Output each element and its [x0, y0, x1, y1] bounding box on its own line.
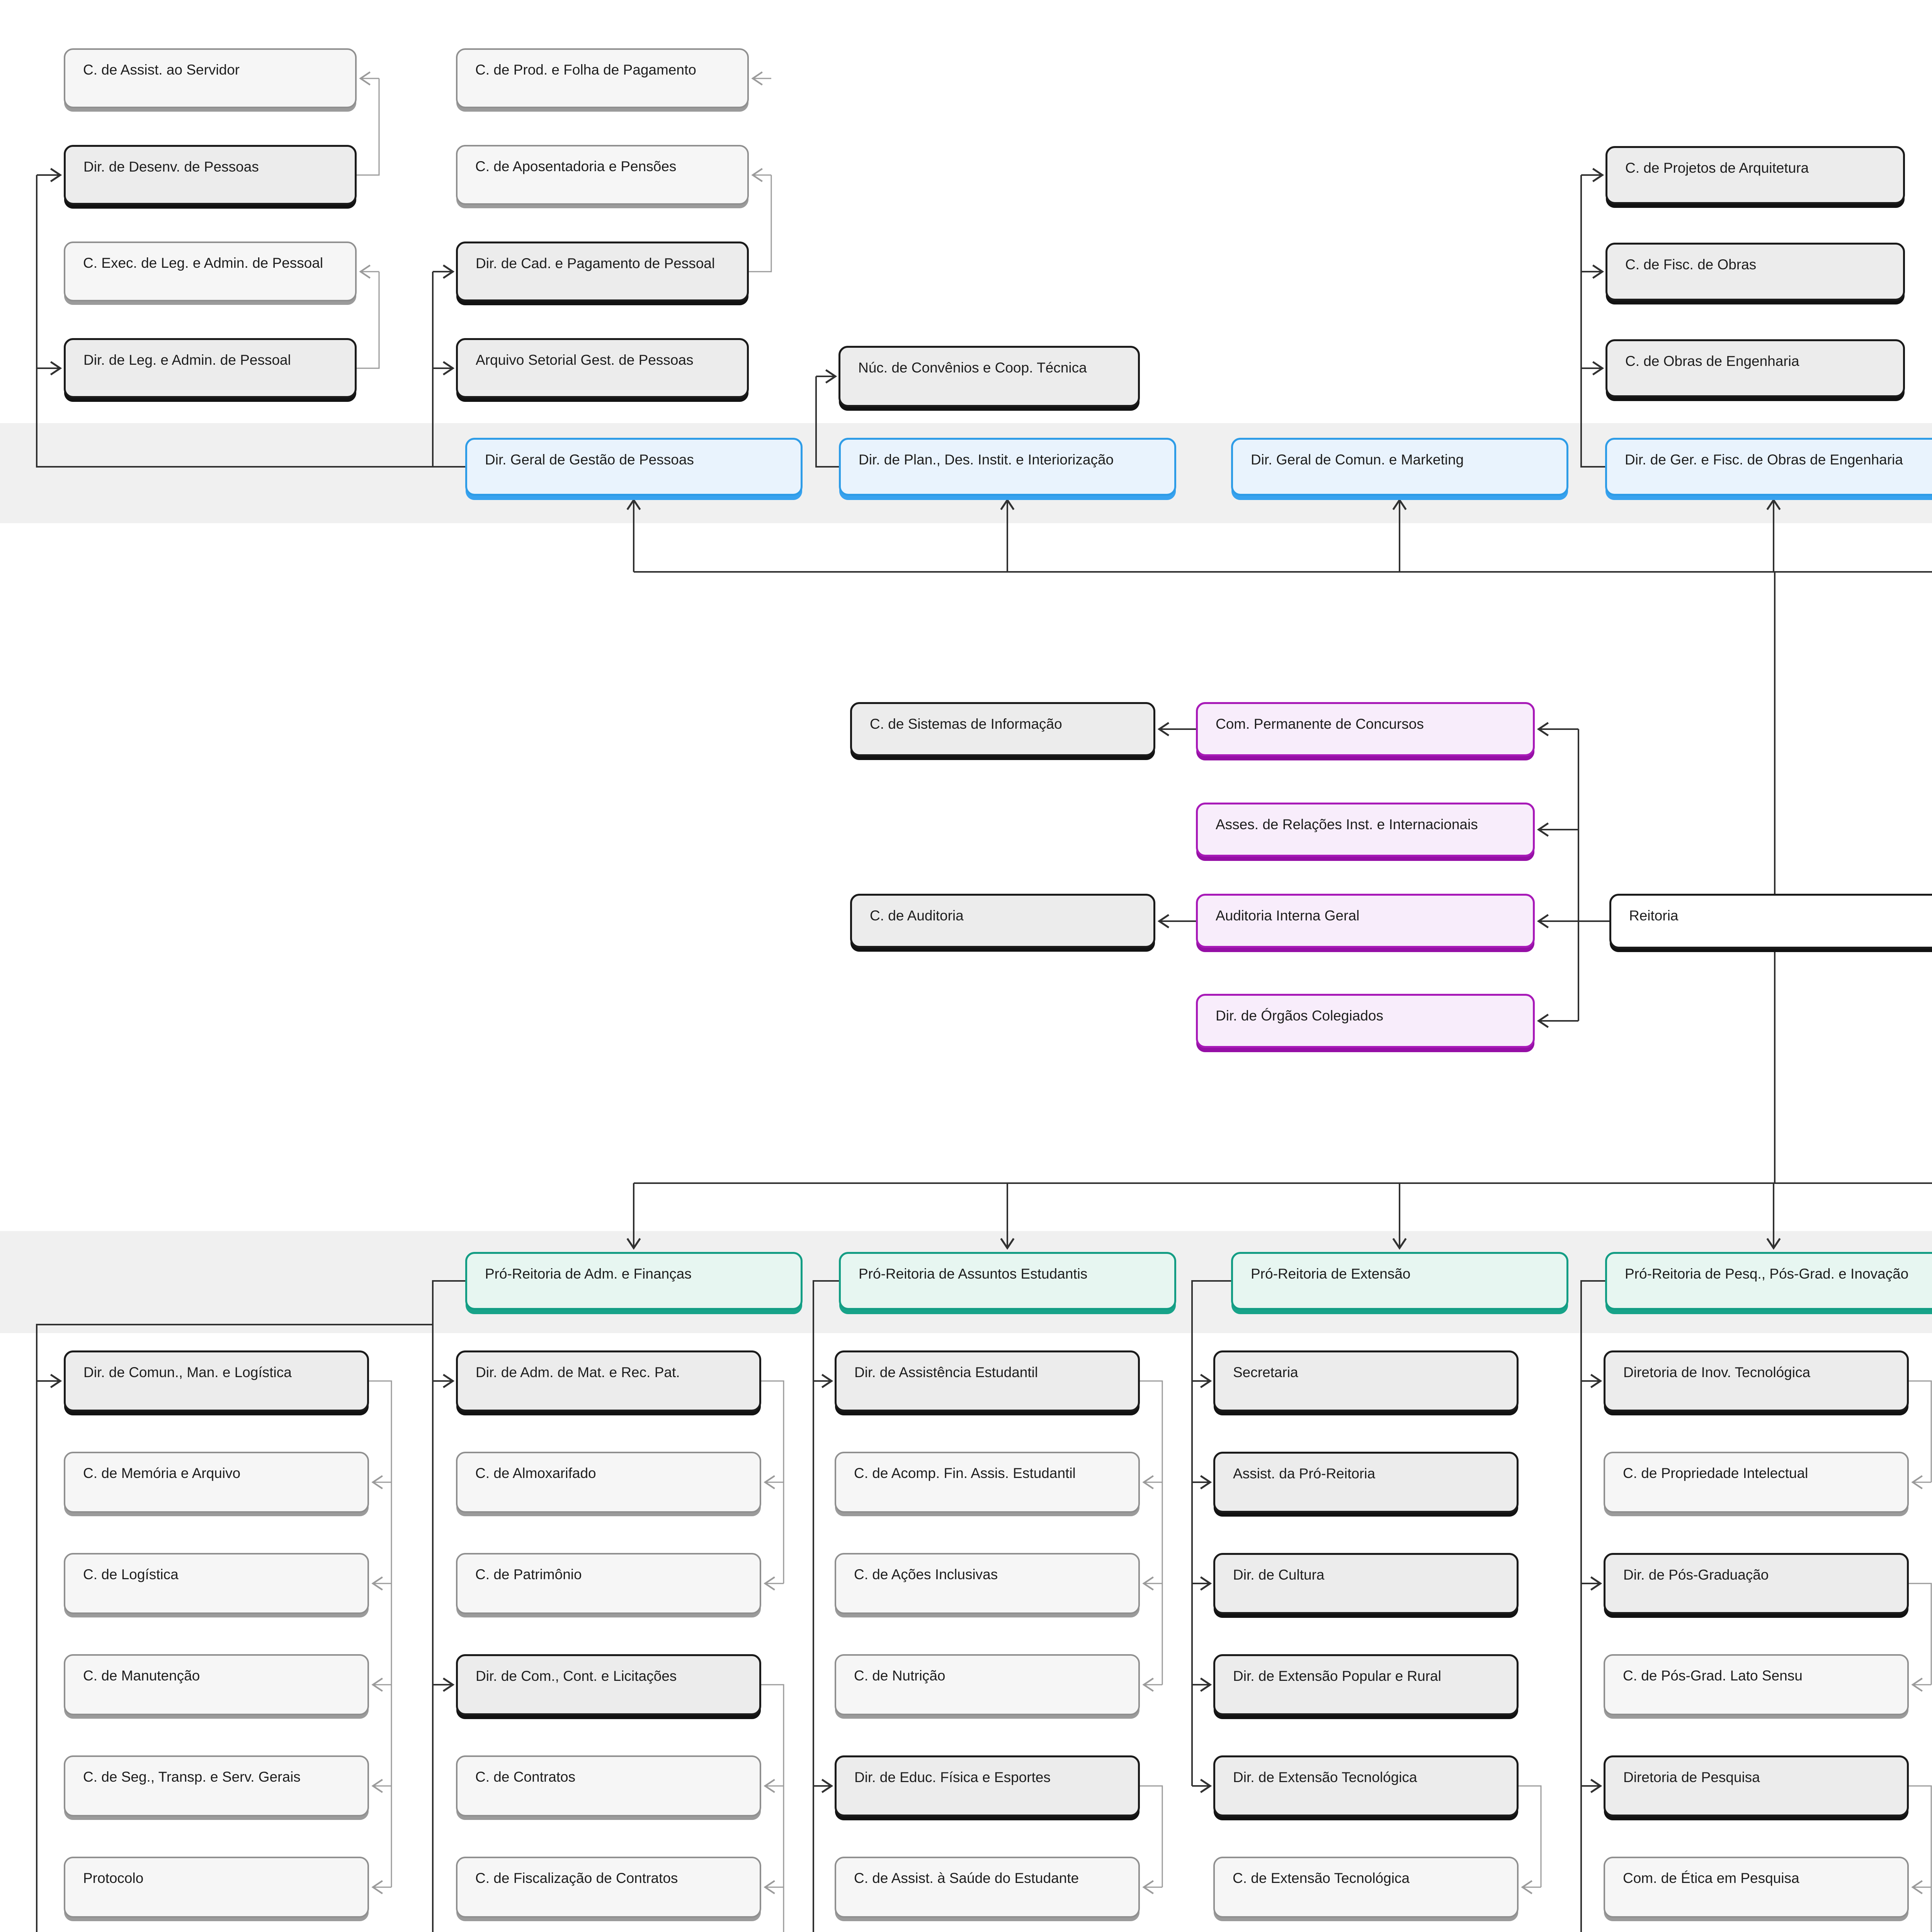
org-node-col3-2: C. de Ações Inclusivas — [835, 1553, 1140, 1614]
org-node-col1-4: C. de Seg., Transp. e Serv. Gerais — [64, 1755, 369, 1816]
wire — [1909, 1785, 1932, 1932]
wire — [357, 78, 380, 176]
org-node-col1-1: C. de Memória e Arquivo — [64, 1452, 369, 1513]
wire — [1140, 1380, 1163, 1685]
org-node-col1-3: C. de Manutenção — [64, 1654, 369, 1715]
org-node-tl_a-3: Dir. de Leg. e Admin. de Pessoal — [64, 338, 357, 398]
wire — [1140, 1785, 1163, 1887]
org-node-tl_b-1: C. de Aposentadoria e Pensões — [456, 145, 749, 205]
wire — [749, 175, 772, 272]
wire — [36, 175, 465, 468]
org-node-col3-1: C. de Acomp. Fin. Assis. Estudantil — [835, 1452, 1140, 1513]
org-node-col2-3: Dir. de Com., Cont. e Licitações — [456, 1654, 761, 1715]
org-node-dg_row-3: Dir. de Ger. e Fisc. de Obras de Engenha… — [1605, 438, 1932, 496]
org-node-col4-5: C. de Extensão Tecnológica — [1213, 1857, 1519, 1918]
org-node-col4-3: Dir. de Extensão Popular e Rural — [1213, 1654, 1519, 1715]
org-node-purple_left-0: Com. Permanente de Concursos — [1196, 702, 1535, 756]
wire — [369, 1380, 392, 1887]
org-node-col5-3: C. de Pós-Grad. Lato Sensu — [1604, 1654, 1909, 1715]
org-node-purple_left-2: Auditoria Interna Geral — [1196, 894, 1535, 948]
org-node-tl_b-3: Arquivo Setorial Gest. de Pessoas — [456, 338, 749, 398]
org-node-col2-5: C. de Fiscalização de Contratos — [456, 1857, 761, 1918]
org-node-col5-2: Dir. de Pós-Graduação — [1604, 1553, 1909, 1614]
org-node-pr_row-3: Pró-Reitoria de Pesq., Pós-Grad. e Inova… — [1605, 1252, 1932, 1310]
org-node-col2-0: Dir. de Adm. de Mat. e Rec. Pat. — [456, 1350, 761, 1412]
org-node-tl_a-0: C. de Assist. ao Servidor — [64, 48, 357, 108]
org-node-col5-5: Com. de Ética em Pesquisa — [1604, 1857, 1909, 1918]
org-node-dg_row-2: Dir. Geral de Comun. e Marketing — [1231, 438, 1568, 496]
wire — [1519, 1785, 1542, 1887]
org-node-col1-2: C. de Logística — [64, 1553, 369, 1614]
wire — [813, 1280, 839, 1932]
org-node-tl_a-1: Dir. de Desenv. de Pessoas — [64, 145, 357, 205]
wire — [1909, 1380, 1932, 1482]
org-node-reitoria-0: Reitoria — [1609, 894, 1932, 949]
org-node-col1-0: Dir. de Comun., Man. e Logística — [64, 1350, 369, 1412]
org-node-col4-1: Assist. da Pró-Reitoria — [1213, 1452, 1519, 1513]
org-node-col5-0: Diretoria de Inov. Tecnológica — [1604, 1350, 1909, 1412]
wire — [357, 272, 380, 369]
org-node-col2-1: C. de Almoxarifado — [456, 1452, 761, 1513]
org-node-col3-3: C. de Nutrição — [835, 1654, 1140, 1715]
org-node-purple_left-1: Asses. de Relações Inst. e Internacionai… — [1196, 803, 1535, 857]
org-node-dg_row-0: Dir. Geral de Gestão de Pessoas — [465, 438, 803, 496]
wire — [1191, 1280, 1231, 1786]
org-node-col3-0: Dir. de Assistência Estudantil — [835, 1350, 1140, 1412]
org-node-col4-4: Dir. de Extensão Tecnológica — [1213, 1755, 1519, 1816]
wire — [761, 1380, 784, 1583]
org-node-col1-5: Protocolo — [64, 1857, 369, 1918]
org-node-mid_gray-0: C. de Sistemas de Informação — [850, 702, 1155, 756]
wire — [1580, 175, 1605, 468]
org-node-col3-5: C. de Assist. à Saúde do Estudante — [835, 1857, 1140, 1918]
org-node-tr_a-2: C. de Obras de Engenharia — [1605, 339, 1905, 397]
org-node-col4-0: Secretaria — [1213, 1350, 1519, 1412]
org-node-tl_b-0: C. de Prod. e Folha de Pagamento — [456, 48, 749, 108]
wire — [1909, 1583, 1932, 1685]
org-node-col2-4: C. de Contratos — [456, 1755, 761, 1816]
org-node-col2-2: C. de Patrimônio — [456, 1553, 761, 1614]
org-node-tr_a-0: C. de Projetos de Arquitetura — [1605, 146, 1905, 204]
org-node-tr_a-1: C. de Fisc. de Obras — [1605, 243, 1905, 301]
org-node-purple_left-3: Dir. de Órgãos Colegiados — [1196, 994, 1535, 1048]
org-node-col5-4: Diretoria de Pesquisa — [1604, 1755, 1909, 1816]
org-node-nucleo-0: Núc. de Convênios e Coop. Técnica — [838, 346, 1140, 407]
org-node-col5-1: C. de Propriedade Intelectual — [1604, 1452, 1909, 1513]
org-node-col4-2: Dir. de Cultura — [1213, 1553, 1519, 1614]
org-node-col3-4: Dir. de Educ. Física e Esportes — [835, 1755, 1140, 1816]
wire — [815, 376, 839, 468]
org-node-pr_row-0: Pró-Reitoria de Adm. e Finanças — [465, 1252, 803, 1310]
wire — [761, 1684, 784, 1932]
org-node-pr_row-1: Pró-Reitoria de Assuntos Estudantis — [839, 1252, 1176, 1310]
org-node-mid_gray-1: C. de Auditoria — [850, 894, 1155, 948]
org-node-tl_b-2: Dir. de Cad. e Pagamento de Pessoal — [456, 242, 749, 301]
wire — [1580, 1280, 1605, 1932]
org-node-pr_row-2: Pró-Reitoria de Extensão — [1231, 1252, 1568, 1310]
org-node-tl_a-2: C. Exec. de Leg. e Admin. de Pessoal — [64, 242, 357, 301]
org-node-dg_row-1: Dir. de Plan., Des. Instit. e Interioriz… — [839, 438, 1176, 496]
